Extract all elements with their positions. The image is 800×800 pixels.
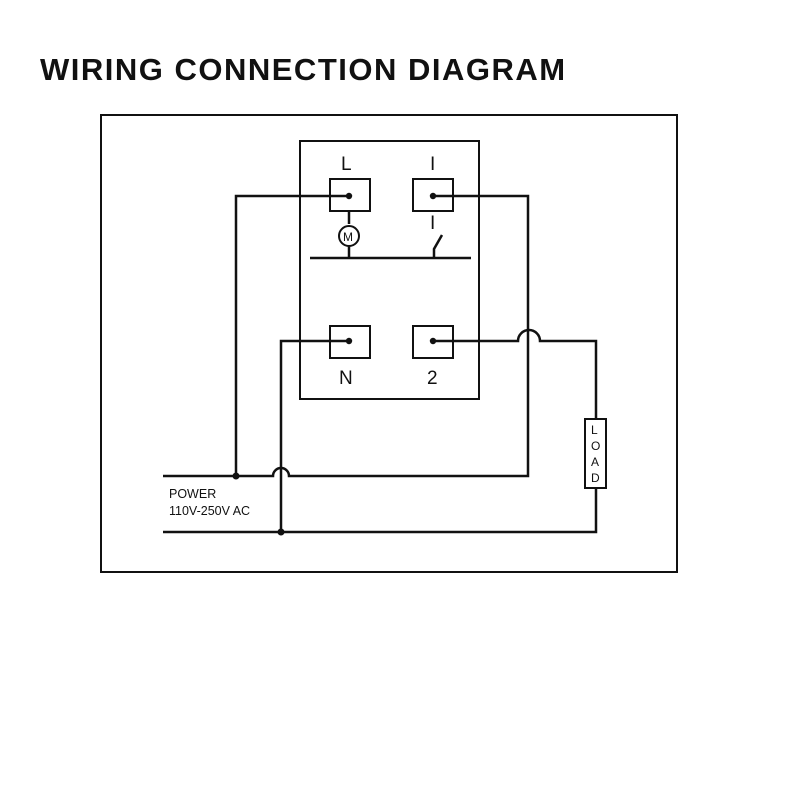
wire-power-return [163, 488, 598, 534]
device-housing [299, 140, 480, 400]
outer-frame [100, 114, 678, 573]
switch-icon [432, 234, 444, 257]
load-letter-2: O [591, 439, 600, 453]
terminal-label-I: I [430, 154, 435, 175]
terminal-label-L: L [341, 154, 352, 175]
terminal-label-2: 2 [427, 368, 438, 389]
load-letter-3: A [591, 455, 599, 469]
motor-label: M [343, 230, 353, 244]
wire-2-to-load [433, 328, 598, 419]
load-letter-1: L [591, 423, 598, 437]
load-letter-4: D [591, 471, 600, 485]
wire-L [234, 194, 349, 476]
power-label: POWER [169, 487, 216, 501]
wire-N [279, 339, 349, 532]
power-voltage: 110V-250V AC [169, 504, 250, 518]
switch-label: I [430, 213, 435, 234]
wire-power-line [163, 194, 530, 478]
diagram-title: WIRING CONNECTION DIAGRAM [40, 52, 567, 87]
terminal-label-N: N [339, 368, 353, 389]
